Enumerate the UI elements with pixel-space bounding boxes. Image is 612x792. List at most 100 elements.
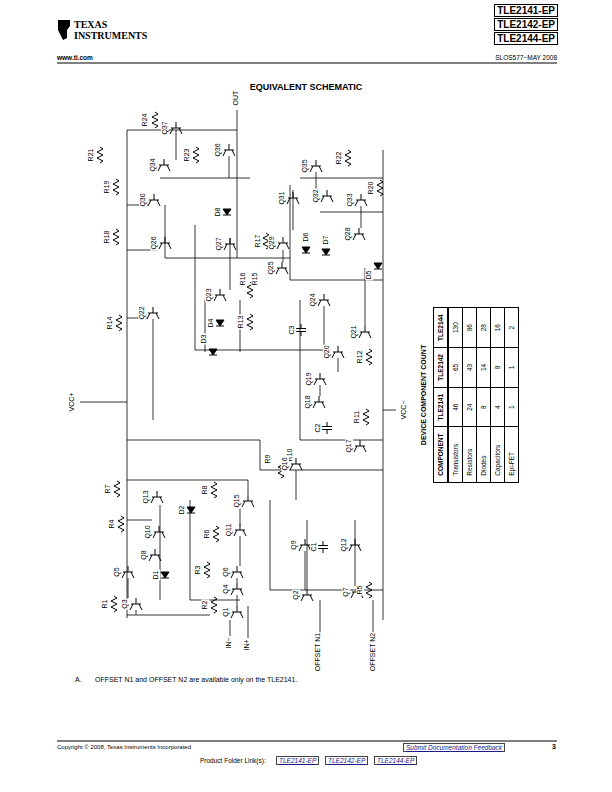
wire: [148, 194, 160, 206]
wire: [349, 539, 361, 551]
wire: [113, 179, 119, 195]
table-cell: COMPONENT: [434, 427, 449, 482]
wire: [296, 324, 306, 336]
component-label: R5: [356, 585, 364, 596]
wire: [211, 482, 217, 498]
logo-text: INSTRUMENTS: [74, 30, 147, 41]
note-text: OFFSET N1 and OFFSET N2 are available on…: [95, 676, 297, 684]
wire: [127, 185, 383, 350]
component-label: Q29: [268, 235, 276, 250]
symbols: [97, 112, 383, 618]
component-label: R21: [87, 148, 95, 163]
table-cell: Transistors: [448, 427, 463, 482]
wire: [216, 320, 224, 326]
wire: [355, 194, 367, 206]
component-label: Q16: [281, 456, 289, 471]
wire: [127, 300, 383, 500]
component-label: R20: [367, 181, 375, 196]
wire: [151, 491, 163, 503]
wire: [149, 549, 161, 561]
component-label: R16: [239, 272, 247, 287]
table-cell: 43: [463, 348, 477, 388]
component-label: Q21: [350, 324, 358, 339]
wire: [214, 289, 226, 301]
wire: [127, 480, 248, 638]
component-label: Q8: [140, 549, 148, 560]
component-label: R23: [183, 148, 191, 163]
component-label: Q15: [233, 493, 241, 508]
wire: [301, 589, 313, 601]
wire: [170, 122, 182, 134]
component-label: Q10: [144, 524, 152, 539]
component-label: R12: [356, 350, 364, 365]
component-label: R14: [106, 316, 114, 331]
component-label: Q2: [292, 589, 300, 600]
component-label: Q31: [278, 190, 286, 205]
component-label: Q4: [222, 583, 230, 594]
component-label: R13: [237, 315, 245, 330]
wire: [363, 409, 369, 425]
wire: [366, 582, 372, 598]
wire: [193, 147, 199, 163]
wire: [366, 349, 372, 365]
component-label: Q23: [205, 287, 213, 302]
wire: [187, 507, 195, 513]
url: www.ti.com: [57, 54, 93, 61]
wire: [127, 110, 383, 620]
copyright: Copyright © 2008, Texas Instruments Inco…: [57, 744, 191, 751]
table-cell: 14: [477, 348, 491, 388]
component-label: Q12: [340, 537, 348, 552]
component-label: D4: [207, 318, 215, 329]
wire: [130, 598, 142, 610]
wire: [158, 159, 170, 171]
component-label: R4: [108, 519, 116, 530]
table-cell: TLE2144: [434, 308, 449, 348]
table-cell: 86: [463, 308, 477, 348]
wire: [354, 440, 366, 452]
wire: [116, 315, 122, 331]
note-marker: A.: [75, 676, 82, 684]
rule: [57, 63, 557, 64]
table-cell: Epi-FET: [505, 427, 519, 482]
component-label: Q11: [225, 523, 233, 538]
folder-link: TLE2142-EP: [325, 756, 368, 765]
wire: [302, 247, 310, 253]
wire: [213, 526, 219, 542]
wire: [242, 495, 254, 507]
component-label: R17: [254, 234, 262, 249]
component-label: R1: [101, 599, 109, 610]
component-label: Q9: [290, 539, 298, 550]
wire: [231, 583, 243, 595]
wire: [287, 192, 299, 204]
component-label: Q36: [214, 142, 222, 157]
wire: [322, 422, 332, 434]
wire: [314, 373, 326, 385]
wire: [377, 180, 383, 196]
folder-link: TLE2144-EP: [374, 756, 417, 765]
component-label: Q32: [312, 188, 320, 203]
wire: [231, 566, 243, 578]
component-label: Q3: [121, 598, 129, 609]
table-cell: 1: [505, 387, 519, 427]
wire: [58, 20, 70, 40]
wire: [345, 150, 351, 166]
component-label: R2: [201, 600, 209, 611]
component-label: Q17: [345, 438, 353, 453]
table-title: DEVICE COMPONENT COUNT: [420, 235, 427, 555]
table-cell: 8: [477, 387, 491, 427]
table-cell: 16: [491, 308, 505, 348]
component-label: R9: [264, 454, 272, 465]
component-label: C3: [288, 325, 296, 336]
component-label: Q25: [267, 260, 275, 275]
component-label: Q22: [138, 305, 146, 320]
wire: [353, 228, 365, 240]
table-cell: 24: [463, 387, 477, 427]
table-cell: Diodes: [477, 427, 491, 482]
wire: [277, 237, 289, 249]
wire: [113, 229, 119, 245]
table-cell: TLE2141: [434, 387, 449, 427]
wire: [332, 346, 344, 358]
table: COMPONENTTLE2141TLE2142TLE2144Transistor…: [433, 307, 519, 483]
component-table: DEVICE COMPONENT COUNT COMPONENTTLE2141 TL…: [420, 235, 570, 555]
table-cell: 8: [491, 348, 505, 388]
